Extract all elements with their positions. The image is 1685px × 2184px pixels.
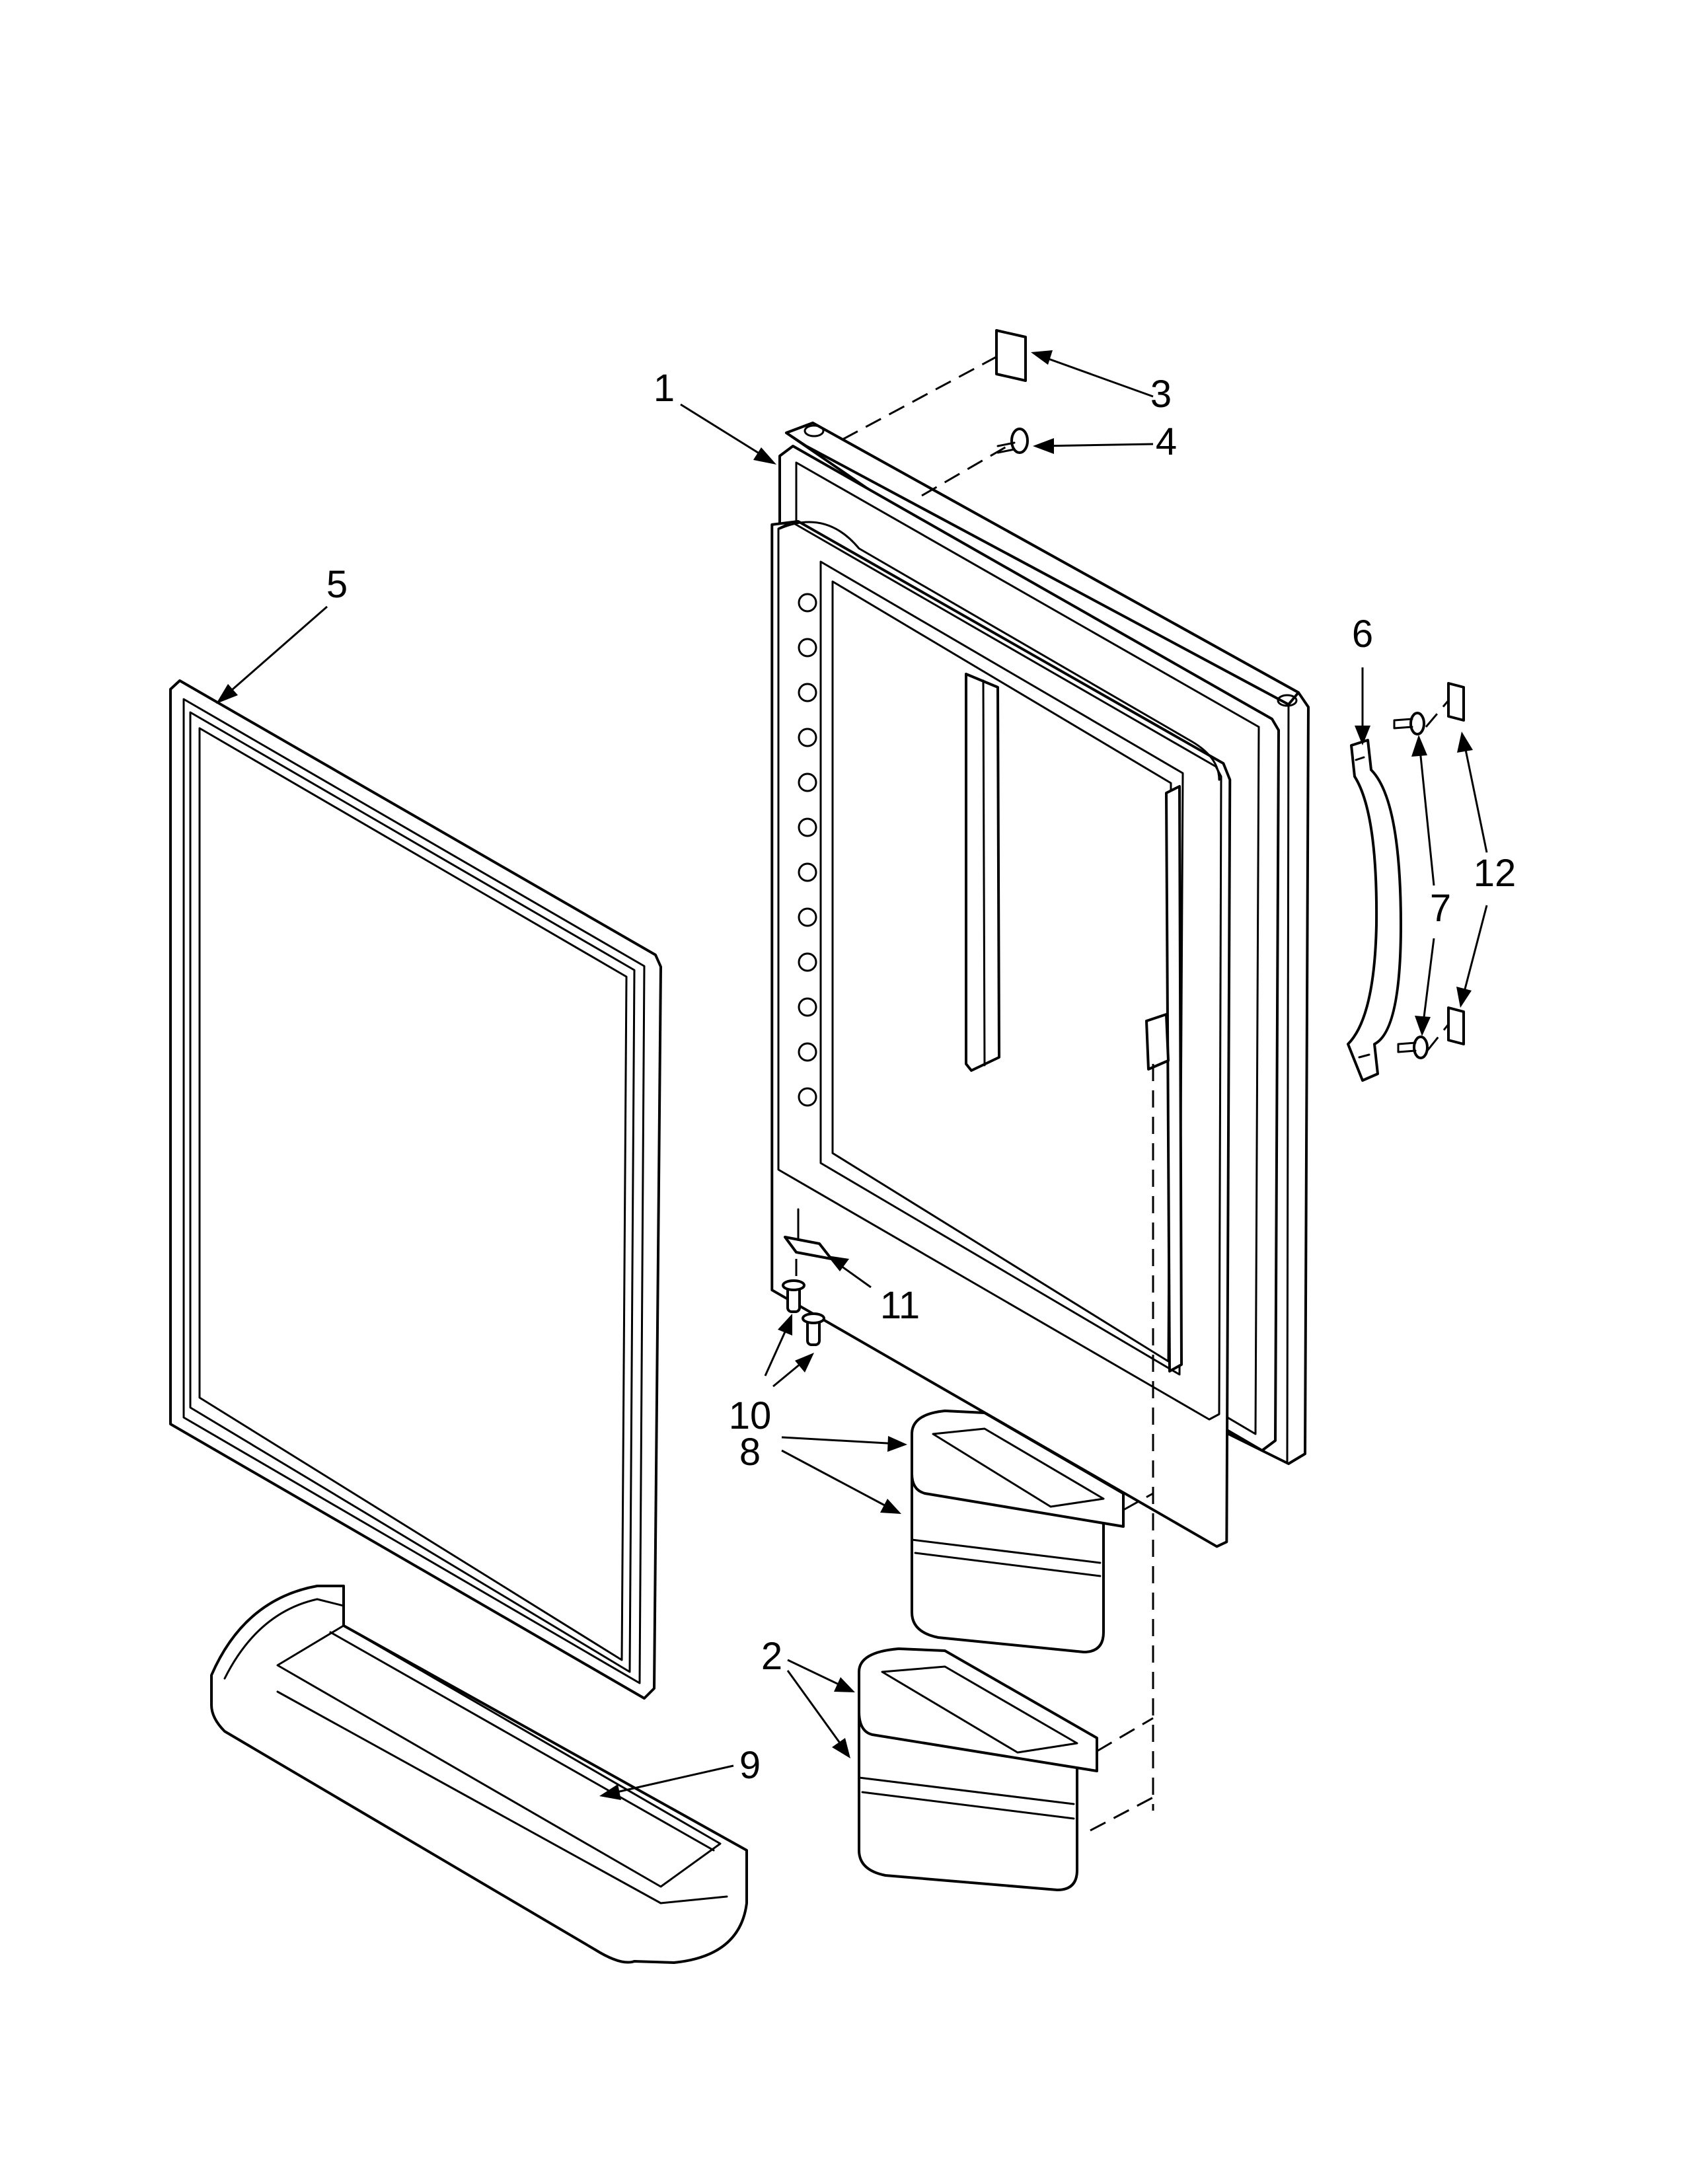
- cover-plate: [995, 329, 1027, 382]
- hinge-screws: [782, 1279, 825, 1346]
- leader-lines: [216, 350, 1488, 1800]
- callout-1: 1: [653, 367, 675, 410]
- door-bins-lower: [858, 1647, 1098, 1891]
- handle-plugs: [1447, 682, 1465, 1045]
- callout-5: 5: [326, 563, 348, 606]
- callout-2: 2: [761, 1635, 783, 1678]
- base-bin: [210, 1585, 748, 1964]
- callout-7: 7: [1429, 887, 1452, 930]
- handle-screws: [1393, 712, 1429, 1059]
- callout-8: 8: [739, 1431, 761, 1474]
- door-assembly: [770, 422, 1310, 1548]
- door-gasket: [169, 679, 662, 1700]
- callout-4: 4: [1155, 420, 1178, 463]
- shelf-supports: [798, 593, 817, 1107]
- assembly-dashed-lines: [795, 356, 1450, 1832]
- callout-9: 9: [739, 1744, 761, 1787]
- callout-6: 6: [1351, 613, 1374, 656]
- door-bins-upper: [911, 1410, 1125, 1653]
- door-handle: [1347, 739, 1402, 1082]
- callout-3: 3: [1150, 373, 1172, 416]
- callout-10: 10: [728, 1394, 772, 1437]
- screw-part-4: [996, 428, 1029, 454]
- callout-11: 11: [880, 1284, 920, 1327]
- callout-12: 12: [1473, 852, 1516, 895]
